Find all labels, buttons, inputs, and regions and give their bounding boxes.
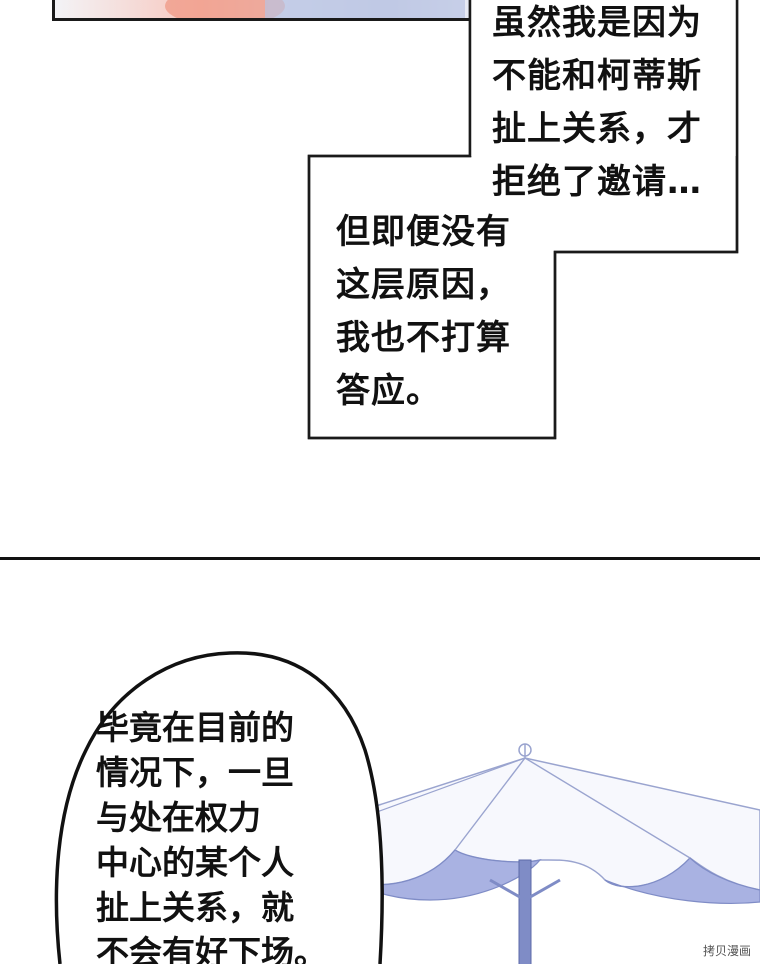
speech-bubble-line: 毕竟在目前的 — [96, 708, 294, 747]
speech-bubble-text: 毕竟在目前的 情况下，一旦 与处在权力 中心的某个人 扯上关系，就 不会有好下场… — [96, 705, 336, 964]
parasol-strut — [524, 878, 561, 902]
speech-bubble-line: 中心的某个人 — [96, 843, 294, 882]
parasol-rib — [524, 757, 691, 859]
caption-upper-line: 扯上关系，才 — [492, 109, 702, 149]
parasol-underside-right — [604, 857, 760, 904]
speech-bubble-outline — [54, 651, 384, 964]
parasol-rib — [454, 757, 526, 851]
speech-bubble-line: 扯上关系，就 — [96, 888, 294, 927]
caption-lower-line: 但即便没有 — [336, 212, 511, 252]
caption-upper-line: 拒绝了邀请… — [492, 162, 702, 202]
speech-bubble-line: 情况下，一旦 — [96, 753, 294, 792]
panel-border — [0, 557, 760, 560]
caption-lower-line: 这层原因， — [336, 265, 511, 305]
art-hair — [165, 0, 285, 18]
parasol-underside-left — [354, 849, 542, 901]
caption-upper-line: 不能和柯蒂斯 — [492, 56, 702, 96]
watermark: 拷贝漫画 — [699, 941, 754, 960]
speech-bubble-line: 与处在权力 — [96, 798, 261, 837]
caption-lower: 但即便没有 这层原因， 我也不打算 答应。 — [336, 206, 546, 418]
speech-bubble-line: 不会有好下场。 — [96, 933, 327, 964]
top-panel: 虽然我是因为 不能和柯蒂斯 扯上关系，才 拒绝了邀请… 但即便没有 这层原因， … — [52, 0, 739, 440]
caption-upper-line: 虽然我是因为 — [492, 3, 702, 43]
bottom-panel: 毕竟在目前的 情况下，一旦 与处在权力 中心的某个人 扯上关系，就 不会有好下场… — [0, 560, 760, 964]
top-art-panel-edge — [52, 0, 476, 21]
caption-lower-line: 我也不打算 — [336, 318, 511, 358]
caption-box-upper-fill — [471, 0, 736, 156]
parasol-pole — [518, 859, 532, 964]
bottom-panel-art — [54, 651, 760, 964]
caption-lower-line: 答应。 — [336, 371, 441, 411]
parasol-strut — [489, 878, 526, 902]
art-cloth — [265, 0, 465, 18]
caption-upper: 虽然我是因为 不能和柯蒂斯 扯上关系，才 拒绝了邀请… — [492, 0, 732, 209]
caption-boxes — [307, 0, 739, 440]
